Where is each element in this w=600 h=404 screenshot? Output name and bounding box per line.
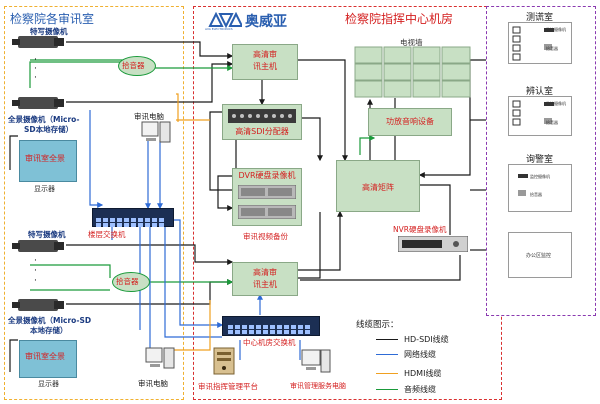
legend-label-sdi: HD-SDI线缆 <box>404 335 449 344</box>
panorama-camera-label-1a: 全景摄像机（Micro- <box>8 115 80 124</box>
dvr-recorder-label: DVR硬盘录像机 <box>238 171 296 180</box>
center-switch-ports <box>228 320 314 339</box>
interrogation-pc-label-2: 审讯电脑 <box>138 379 168 388</box>
panorama-camera-label-2a: 全景摄像机（Micro-SD <box>8 316 92 325</box>
office-monitoring-label: 办公区监控 <box>526 253 552 259</box>
interrogation-pc-1 <box>140 120 172 148</box>
vertical-dots-1: · <box>34 55 37 65</box>
hd-interrogation-host-1 <box>232 44 298 80</box>
tv-wall <box>354 46 472 102</box>
ava-logo <box>208 11 244 29</box>
brand-subtitle: AVA ELECTRONICS <box>205 27 233 31</box>
platform-label: 审讯指挥管理平台 <box>198 382 258 391</box>
host-1-label-b: 讯主机 <box>253 62 277 71</box>
audio-pickup-2 <box>112 272 150 292</box>
hd-matrix <box>336 160 420 212</box>
floor-switch-label: 楼层交换机 <box>88 230 126 239</box>
panorama-camera-label-1b: SD本地存储） <box>24 125 74 134</box>
room-1-audio-label: 拾音器 <box>546 46 558 51</box>
room-2-cam-label: 监控摄像机 <box>546 101 566 106</box>
room-monitor-2 <box>19 340 77 378</box>
inquiry-room <box>508 164 572 212</box>
room-1-cam-label: 监控摄像机 <box>546 27 566 32</box>
amplifier-audio-equipment <box>368 108 452 136</box>
sdi-distributor-label: 高清SDI分配器 <box>235 127 289 136</box>
audio-pickup-label-2: 拾音器 <box>116 277 139 286</box>
interrogation-pc-label-1: 审讯电脑 <box>134 112 164 121</box>
display-label-2: 显示器 <box>38 380 59 388</box>
amplifier-label: 功放音响设备 <box>386 117 434 126</box>
legend-swatch-sdi <box>376 339 398 340</box>
room-monitor-label-1: 审讯室全景 <box>25 154 65 163</box>
vertical-dots-5: · <box>34 266 37 276</box>
legend-swatch-hdmi <box>376 373 398 374</box>
display-label-1: 显示器 <box>34 185 55 193</box>
room-3-cam-label: 监控摄像机 <box>530 174 550 179</box>
tv-wall-label: 电视墙 <box>400 38 423 47</box>
office-monitoring-area <box>508 232 572 278</box>
vertical-dots-3: · <box>34 73 37 83</box>
panorama-camera-2 <box>10 296 66 318</box>
room-2-audio-label: 拾音器 <box>546 120 558 125</box>
room-title-2: 辨认室 <box>526 87 554 97</box>
service-pc-label: 审讯管理服务电脑 <box>290 382 346 390</box>
panorama-camera-1 <box>10 94 66 116</box>
host-2-label-a: 高清审 <box>253 268 277 277</box>
center-zone-title: 检察院指挥中心机房 <box>345 12 454 26</box>
legend-title: 线缆图示： <box>356 320 399 330</box>
closeup-camera-label-2: 特写摄像机 <box>28 230 66 239</box>
dvr-unit-1 <box>237 184 297 203</box>
video-backup-label: 审讯视频备份 <box>243 232 288 241</box>
interrogation-rooms-zone <box>4 6 184 400</box>
management-server <box>212 346 236 380</box>
sdi-device-image <box>228 108 296 127</box>
dvr-unit-2 <box>237 204 297 223</box>
hd-interrogation-host-2 <box>232 262 298 296</box>
vertical-dots-4: · <box>34 256 37 266</box>
management-service-pc <box>300 348 332 378</box>
legend-swatch-audio <box>376 389 398 390</box>
nvr-recorder <box>397 235 469 256</box>
legend-label-audio: 音频线缆 <box>404 385 436 394</box>
vertical-dots-6: · <box>34 276 37 286</box>
closeup-camera-label-1: 特写摄像机 <box>30 27 68 36</box>
host-2-label-b: 讯主机 <box>253 280 277 289</box>
floor-switch-ports <box>96 212 168 231</box>
left-zone-title: 检察院各审讯室 <box>10 12 95 26</box>
vertical-dots-2: · <box>34 64 37 74</box>
room-2-devices <box>512 100 570 136</box>
closeup-camera-1 <box>10 33 66 55</box>
audio-pickup-label-1: 拾音器 <box>122 61 145 70</box>
room-monitor-label-2: 审讯室全景 <box>25 352 65 361</box>
room-title-1: 测谎室 <box>526 13 554 23</box>
room-monitor-1 <box>19 140 77 182</box>
room-1-devices <box>512 26 570 66</box>
closeup-camera-2 <box>10 237 66 259</box>
host-1-label-a: 高清审 <box>253 50 277 59</box>
legend-swatch-network <box>376 354 398 355</box>
brand-name: 奥威亚 <box>245 14 287 30</box>
room-3-devices <box>512 170 570 210</box>
center-switch-label: 中心机房交换机 <box>243 338 296 347</box>
room-3-audio-label: 拾音器 <box>530 192 542 197</box>
nvr-recorder-label: NVR硬盘录像机 <box>393 225 447 234</box>
interrogation-pc-2 <box>144 346 176 374</box>
hd-matrix-label: 高清矩阵 <box>362 183 394 192</box>
legend-label-hdmi: HDMI线缆 <box>404 369 442 378</box>
legend-label-network: 网络线缆 <box>404 350 436 359</box>
room-title-3: 询警室 <box>526 155 554 165</box>
audio-pickup-1 <box>118 56 156 76</box>
panorama-camera-label-2b: 本地存储） <box>30 326 68 335</box>
